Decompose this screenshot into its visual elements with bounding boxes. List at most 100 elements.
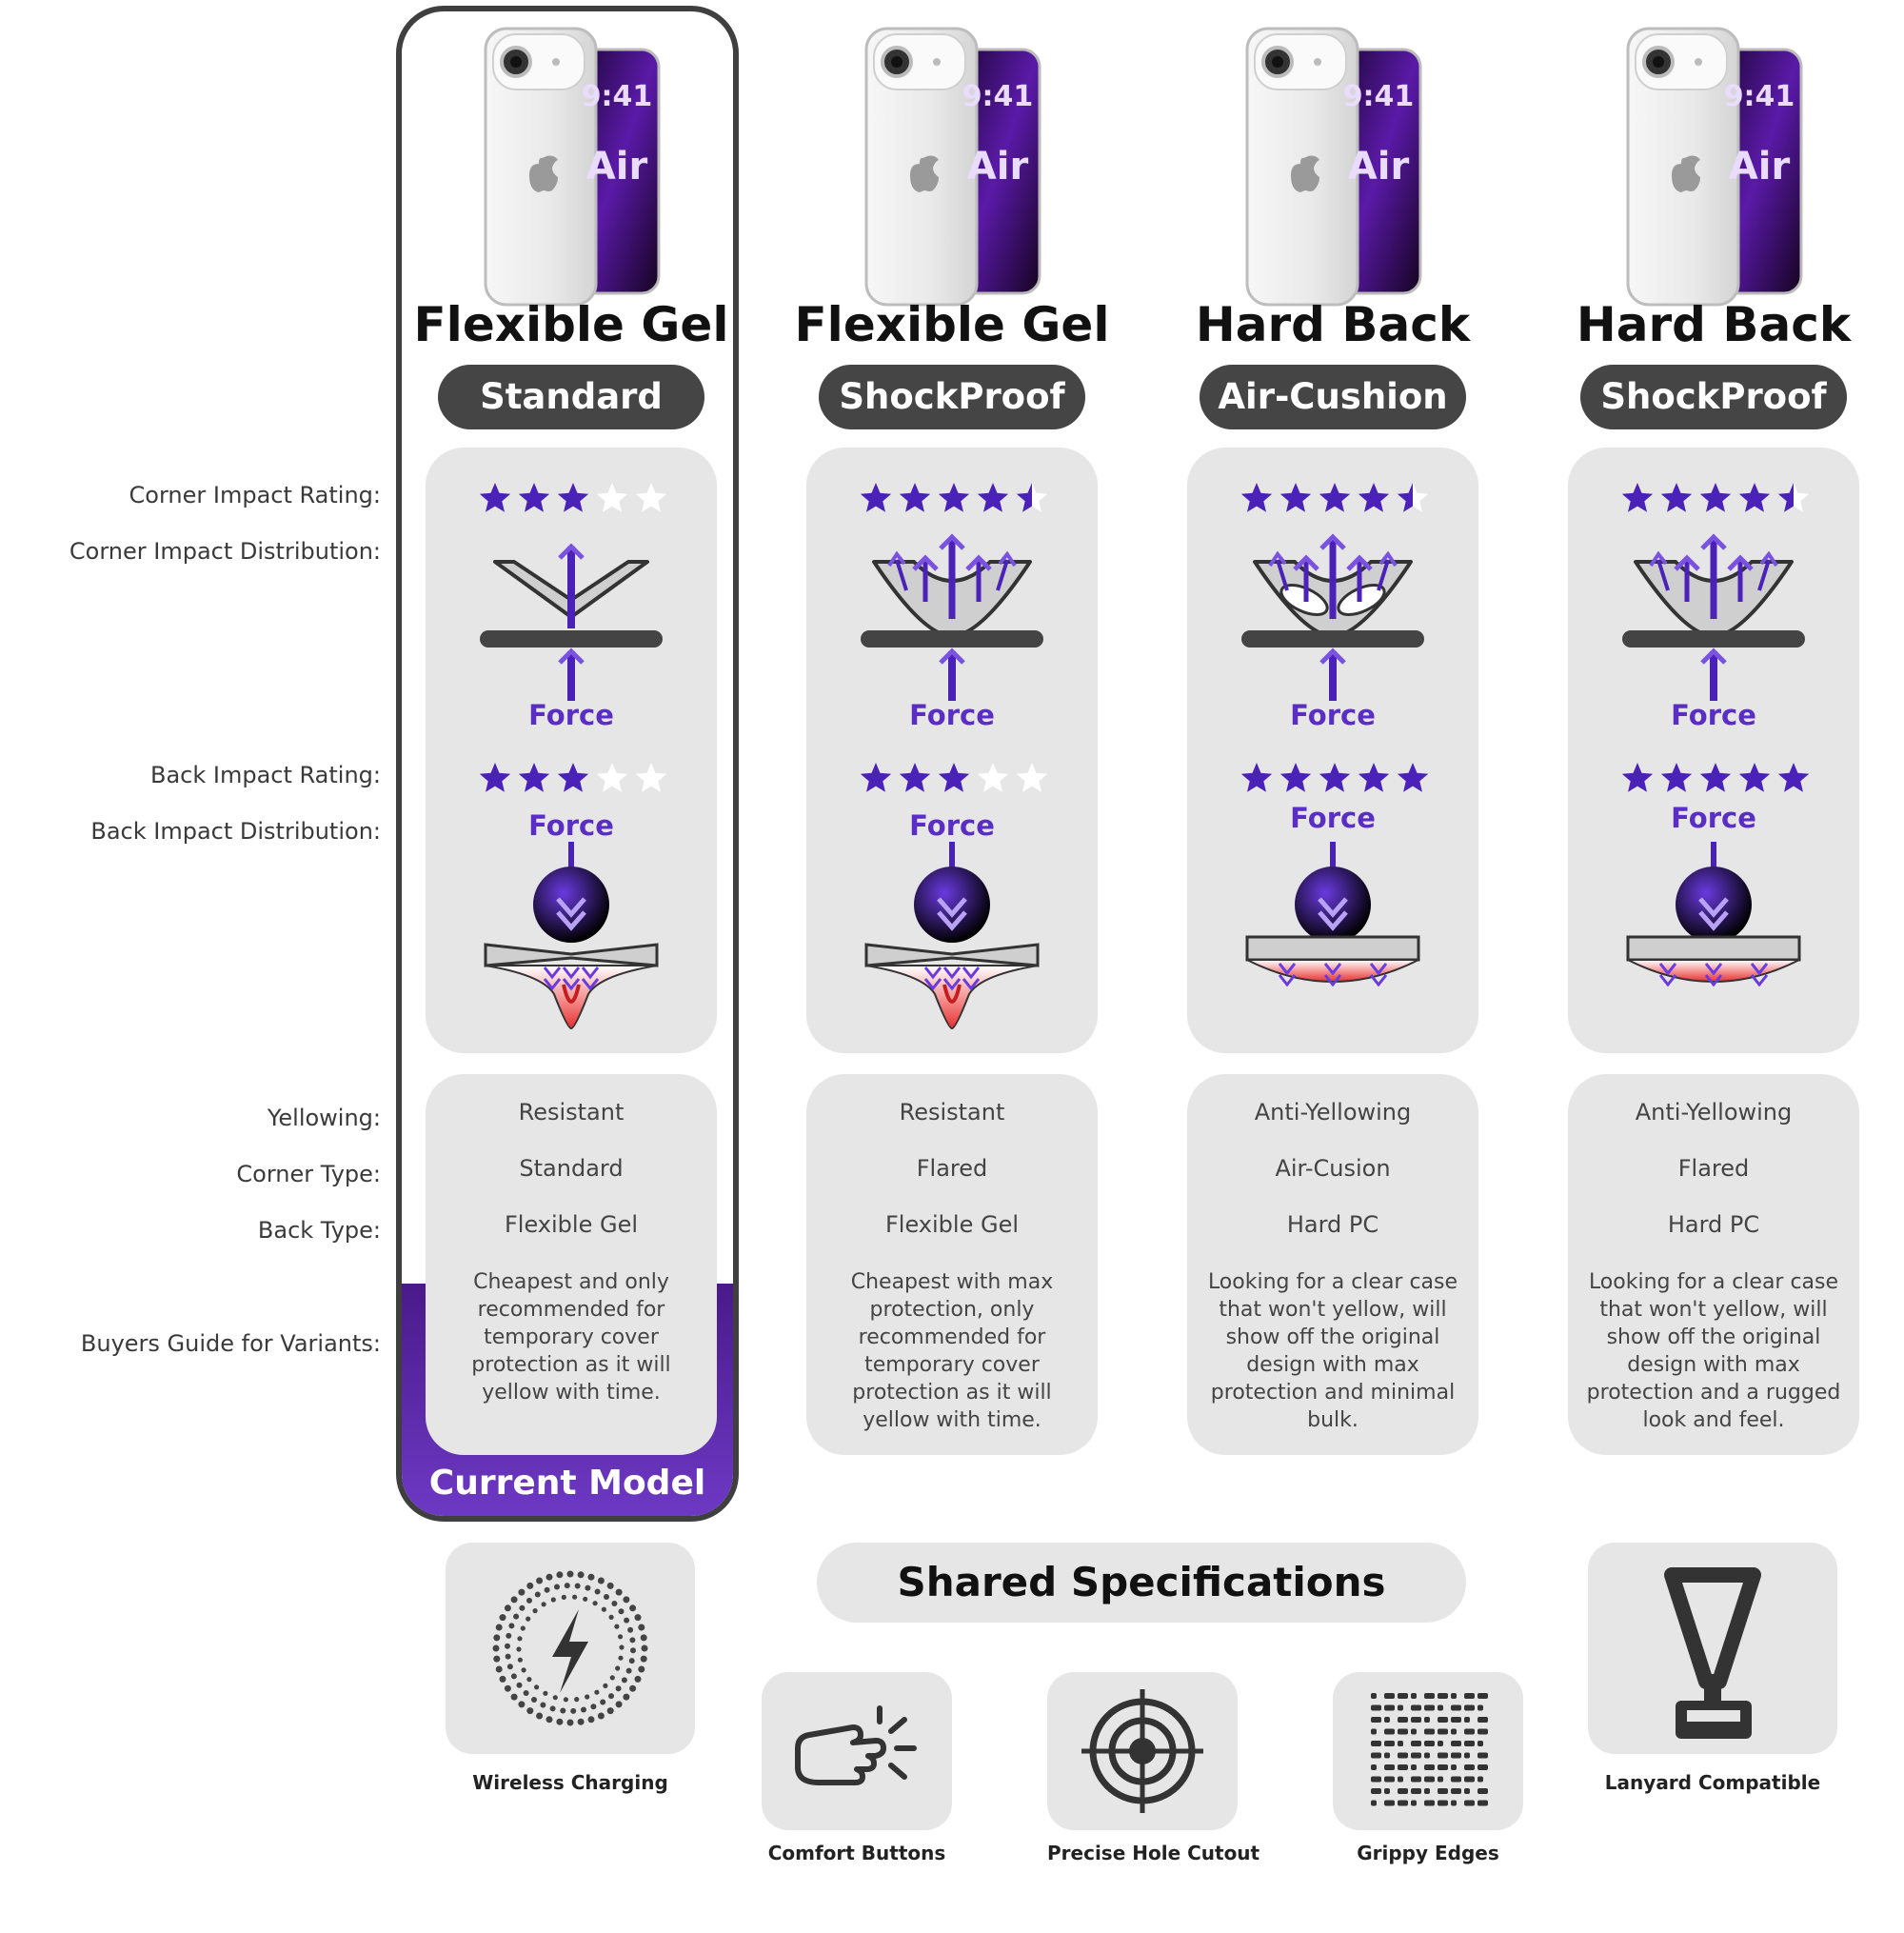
star-half-icon <box>1016 483 1032 512</box>
variant-pill: ShockProof <box>1580 365 1847 429</box>
phone-screen-time: 9:41 <box>1342 80 1415 113</box>
star-full-icon <box>1777 763 1810 792</box>
corner-impact-stars <box>1568 480 1859 522</box>
comfort-buttons-tile <box>762 1672 952 1830</box>
wireless-charging-tile <box>446 1543 695 1754</box>
yellowing-value: Anti-Yellowing <box>1254 1099 1412 1126</box>
star-full-icon <box>1240 483 1273 512</box>
star-full-icon <box>1397 763 1429 792</box>
variant-pill: ShockProof <box>819 365 1085 429</box>
star-half-icon <box>1397 483 1413 512</box>
star-full-icon <box>1660 763 1693 792</box>
back-impact-diagram <box>476 842 666 1036</box>
star-full-icon <box>1621 483 1654 512</box>
buyers-guide-text: Looking for a clear case that won't yell… <box>1207 1270 1458 1432</box>
star-full-icon <box>479 483 511 512</box>
wireless-charging-label: Wireless Charging <box>472 1771 668 1794</box>
star-full-icon <box>860 483 892 512</box>
back-impact-stars <box>806 760 1098 802</box>
row-label-back-distribution: Back Impact Distribution: <box>90 818 381 845</box>
star-full-icon <box>518 483 550 512</box>
variant-pill: Air-Cushion <box>1200 365 1466 429</box>
yellowing-value: Resistant <box>899 1099 1005 1126</box>
phone-screen-time: 9:41 <box>581 80 653 113</box>
star-full-icon <box>1279 763 1312 792</box>
corner-impact-diagram <box>1618 533 1809 727</box>
wireless-charging-icon <box>492 1570 648 1726</box>
back-impact-diagram <box>857 842 1047 1036</box>
back-force-label: Force <box>1671 802 1756 834</box>
corner-type-value: Standard <box>519 1155 624 1182</box>
phone-screen-time: 9:41 <box>1723 80 1795 113</box>
row-label-corner-type: Corner Type: <box>236 1161 381 1187</box>
star-full-icon <box>518 763 550 792</box>
corner-force-label: Force <box>528 699 614 731</box>
star-full-icon <box>1738 483 1771 512</box>
corner-impact-stars <box>1187 480 1478 522</box>
star-full-icon <box>1699 763 1732 792</box>
star-full-icon <box>1240 763 1273 792</box>
row-label-buyers-guide: Buyers Guide for Variants: <box>80 1330 381 1357</box>
precise-hole-cutout-label: Precise Hole Cutout <box>1047 1842 1260 1864</box>
buyers-guide-text: Cheapest with max protection, only recom… <box>850 1270 1054 1432</box>
star-full-icon <box>899 763 931 792</box>
variant-title: Hard Back <box>1576 297 1852 352</box>
back-impact-stars <box>1187 760 1478 802</box>
star-full-icon <box>899 483 931 512</box>
row-label-back-rating: Back Impact Rating: <box>150 762 381 788</box>
corner-impact-diagram <box>1238 533 1428 727</box>
row-label-yellowing: Yellowing: <box>267 1105 381 1131</box>
corner-force-label: Force <box>1290 699 1376 731</box>
corner-impact-stars <box>426 480 717 522</box>
star-empty-icon <box>635 763 667 792</box>
star-full-icon <box>1319 483 1351 512</box>
phone-screen-text: Air <box>966 145 1029 189</box>
buyers-guide-text: Cheapest and only recommended for tempor… <box>471 1270 671 1405</box>
star-full-icon <box>1738 763 1771 792</box>
yellowing-value: Anti-Yellowing <box>1635 1099 1793 1126</box>
phone-screen-text: Air <box>1728 145 1791 189</box>
star-full-icon <box>1358 483 1390 512</box>
star-full-icon <box>1699 483 1732 512</box>
corner-type-value: Flared <box>916 1155 988 1182</box>
variant-pill: Standard <box>438 365 704 429</box>
corner-type-value: Flared <box>1677 1155 1750 1182</box>
star-full-icon <box>1319 763 1351 792</box>
corner-force-label: Force <box>1671 699 1756 731</box>
star-half-icon <box>1777 483 1794 512</box>
corner-type-value: Air-Cusion <box>1275 1155 1391 1182</box>
shared-specifications-title: Shared Specifications <box>817 1543 1466 1623</box>
row-label-corner-distribution: Corner Impact Distribution: <box>69 538 381 565</box>
back-force-label: Force <box>528 809 614 842</box>
row-label-back-type: Back Type: <box>257 1217 381 1244</box>
comfort-buttons-label: Comfort Buttons <box>767 1842 946 1864</box>
star-empty-icon <box>1016 763 1048 792</box>
back-type-value: Flexible Gel <box>884 1211 1019 1238</box>
target-icon <box>1081 1689 1203 1813</box>
star-full-icon <box>860 763 892 792</box>
star-empty-icon <box>596 763 628 792</box>
variant-title: Flexible Gel <box>794 297 1110 352</box>
star-full-icon <box>1279 483 1312 512</box>
star-empty-icon <box>977 763 1009 792</box>
phone-screen-text: Air <box>1347 145 1410 189</box>
back-force-label: Force <box>909 809 995 842</box>
row-label-corner-rating: Corner Impact Rating: <box>129 482 381 508</box>
back-impact-stars <box>426 760 717 802</box>
back-impact-diagram <box>1238 842 1428 1036</box>
star-full-icon <box>938 763 970 792</box>
variant-title: Hard Back <box>1195 297 1471 352</box>
